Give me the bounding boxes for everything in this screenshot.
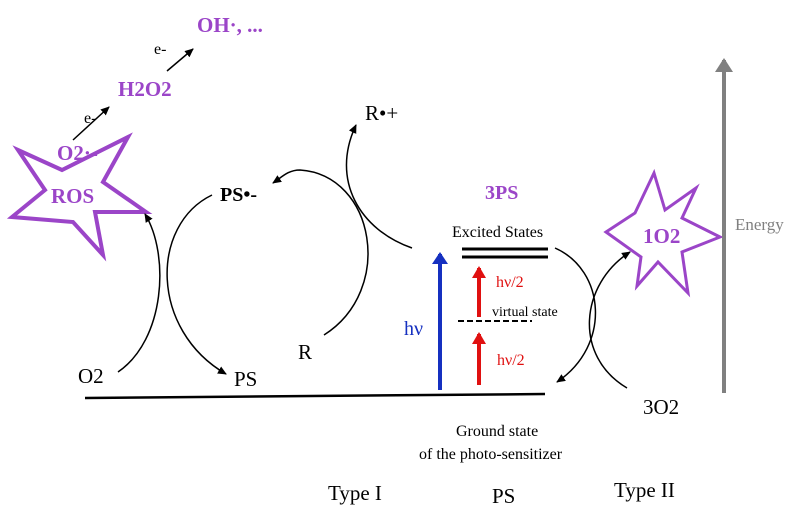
ground-state-label-line2: of the photo-sensitizer — [419, 446, 563, 463]
ps-column-label: PS — [492, 484, 515, 508]
ground-state-label-line1: Ground state — [456, 423, 538, 440]
energy-label: Energy — [735, 215, 784, 234]
ground-state-line — [84, 392, 546, 400]
o2-to-ros-arrow — [117, 213, 161, 373]
triplet-to-singlet-oxygen-arrow — [588, 251, 631, 389]
hv-half-top-label: hν/2 — [496, 274, 524, 291]
superoxide-label: O2·- — [57, 141, 98, 165]
o2-label: O2 — [78, 364, 104, 388]
excited-to-ground-arrow — [554, 247, 597, 383]
hv-half-bottom-label: hν/2 — [497, 352, 525, 369]
ps-label: PS — [234, 367, 257, 391]
singlet-oxygen-star-shape — [603, 168, 724, 298]
electron-label-top: e- — [154, 41, 166, 58]
excited-states-label: Excited States — [452, 224, 543, 241]
electron-arrow-to-oh — [166, 48, 194, 72]
hv-label: hν — [404, 318, 423, 340]
ros-star-shape — [6, 132, 153, 262]
electron-label-mid: e- — [84, 110, 96, 127]
ros-label: ROS — [51, 184, 94, 208]
excited-to-r-cation-arrow — [345, 124, 413, 249]
r-to-ps-anion-arrow — [272, 169, 369, 336]
electron-arrow-to-h2o2 — [72, 106, 110, 141]
h2o2-label: H2O2 — [118, 77, 172, 101]
virtual-state-label: virtual state — [492, 305, 558, 320]
type-ii-label: Type II — [614, 478, 675, 502]
triplet-oxygen-label: 3O2 — [643, 395, 679, 419]
ps-anion-label: PS•- — [220, 184, 257, 206]
type-i-label: Type I — [328, 481, 382, 505]
oh-radical-label: OH·, ... — [197, 13, 263, 37]
triplet-ps-label: 3PS — [485, 182, 518, 204]
r-cation-label: R•+ — [365, 101, 398, 125]
r-label: R — [298, 340, 312, 364]
ps-anion-to-ps-arrow — [166, 194, 227, 375]
singlet-oxygen-label: 1O2 — [643, 224, 680, 248]
